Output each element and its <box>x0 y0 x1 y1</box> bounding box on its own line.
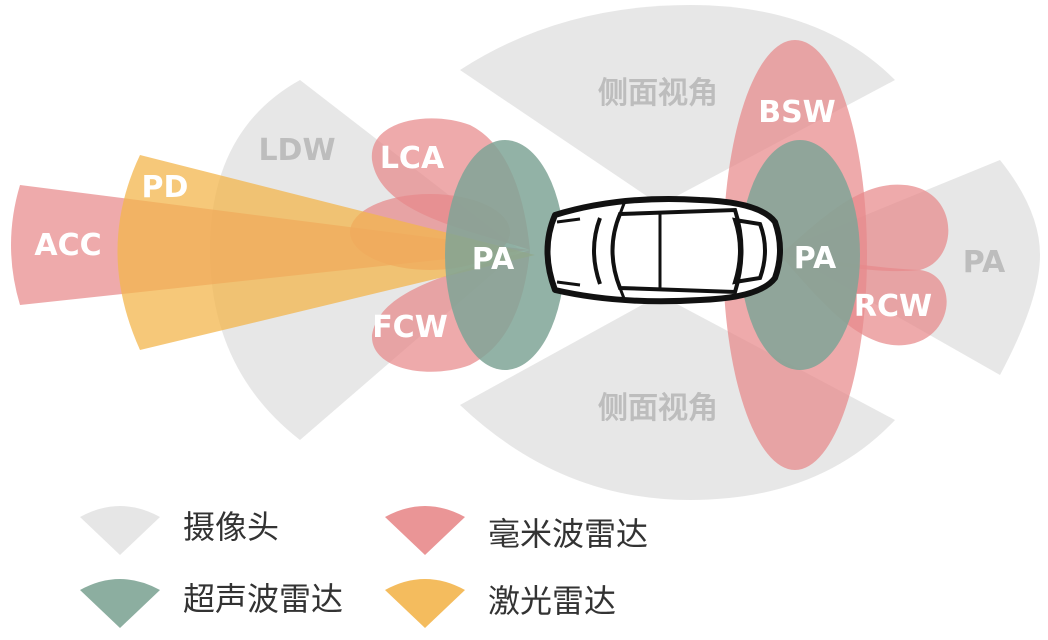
legend-mmwave-label: 毫米波雷达 <box>488 515 648 553</box>
ultrasonic-zones <box>445 140 860 370</box>
label-pd: PD <box>142 170 189 205</box>
ultrasonic-zone-front <box>445 140 565 370</box>
laser-zones <box>117 155 535 350</box>
legend-ultrasonic-label: 超声波雷达 <box>183 580 343 618</box>
label-bsw: BSW <box>758 95 836 130</box>
ultrasonic-zone-rear <box>740 140 860 370</box>
legend-camera-label: 摄像头 <box>183 508 279 546</box>
legend-camera-swatch <box>80 506 160 555</box>
label-pa-rear-camera: PA <box>963 245 1006 280</box>
label-side-view-top: 侧面视角 <box>598 76 718 111</box>
label-pa-rear: PA <box>794 241 837 276</box>
car-top-view-icon <box>544 196 783 305</box>
legend-ultrasonic-swatch <box>80 579 160 628</box>
label-lca: LCA <box>380 141 445 176</box>
label-acc: ACC <box>34 228 101 263</box>
label-fcw: FCW <box>372 310 448 345</box>
legend-laser-label: 激光雷达 <box>488 582 616 620</box>
label-side-view-bottom: 侧面视角 <box>598 391 718 426</box>
zone-labels: 侧面视角 侧面视角 LDW LCA FCW PD ACC PA PA PA BS… <box>34 76 1006 426</box>
legend-laser-swatch <box>385 579 465 628</box>
legend-swatches <box>80 506 465 628</box>
laser-zone-pd <box>117 155 535 350</box>
legend: 摄像头 毫米波雷达 超声波雷达 激光雷达 <box>183 508 648 620</box>
label-ldw: LDW <box>258 133 335 168</box>
label-pa-front: PA <box>472 242 515 277</box>
legend-mmwave-swatch <box>385 506 465 555</box>
label-rcw: RCW <box>854 289 932 324</box>
